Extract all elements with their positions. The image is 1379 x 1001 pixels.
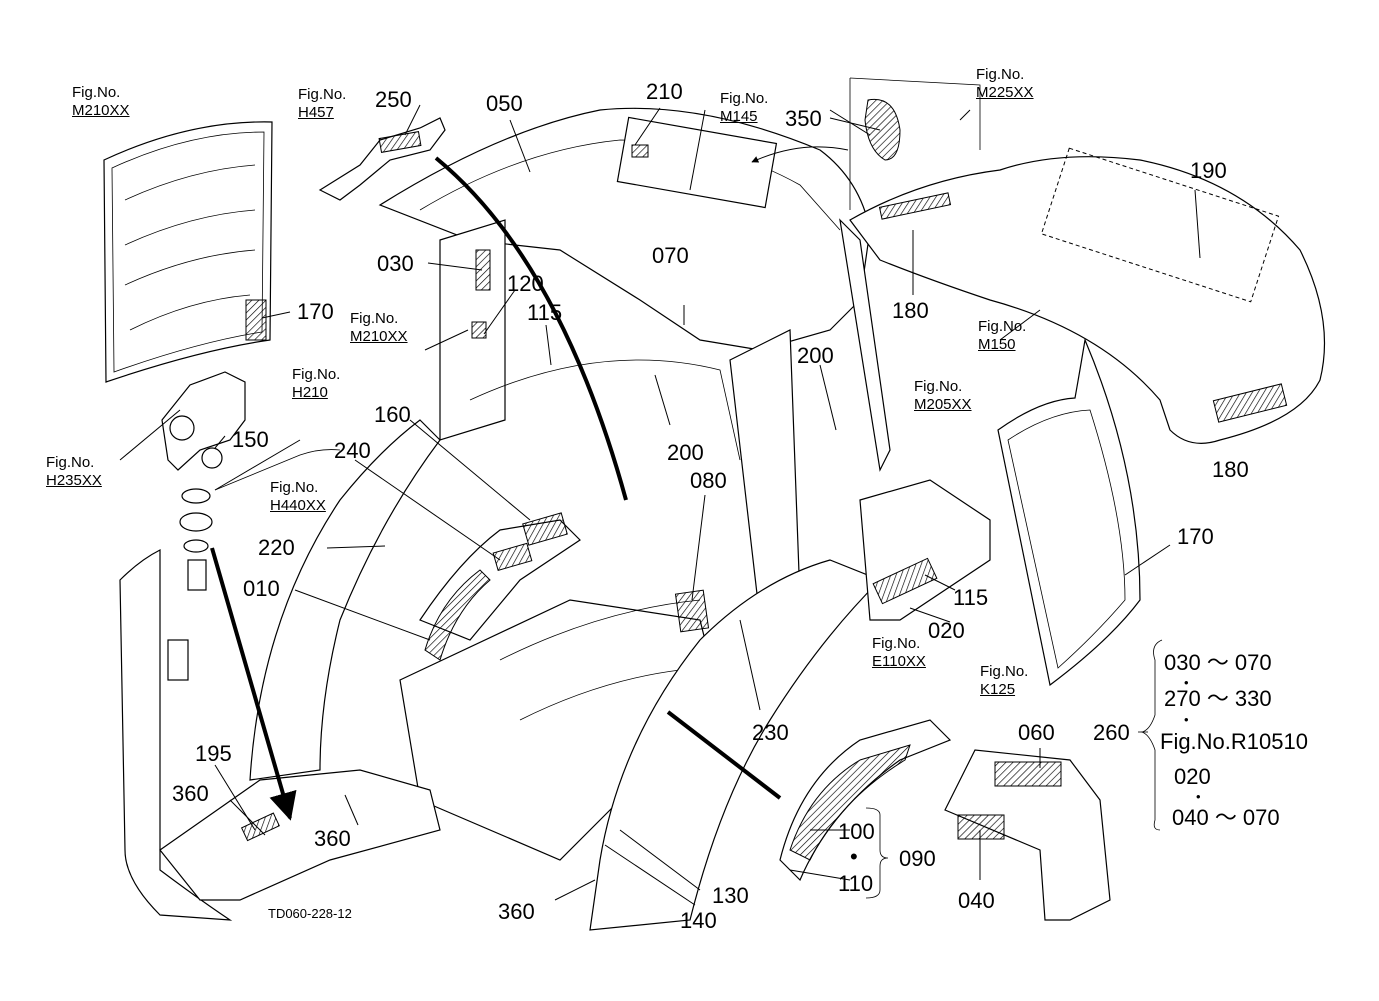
roof-liner-sheet	[849, 77, 981, 210]
callout-115-right: 115	[953, 585, 989, 610]
valve-assembly	[161, 371, 341, 591]
callout-040: 040	[958, 888, 995, 913]
callout-180-top: 180	[892, 298, 929, 323]
callout-250: 250	[375, 87, 412, 112]
fig-ref-m205: Fig.No.M205XX	[914, 378, 972, 413]
callout-030: 030	[377, 251, 414, 276]
callout-260: 260	[1093, 720, 1130, 745]
callout-170-right: 170	[1177, 524, 1214, 549]
roof-panel	[849, 147, 1326, 444]
kit-brace	[1140, 639, 1163, 831]
callout-180-bottom: 180	[1212, 457, 1249, 482]
callout-140: 140	[680, 908, 717, 933]
cab-frame	[378, 107, 891, 621]
fig-ref-k125: Fig.No.K125	[980, 663, 1029, 698]
callout-190: 190	[1190, 158, 1227, 183]
callout-170-left: 170	[297, 299, 334, 324]
callout-240: 240	[334, 438, 371, 463]
arrow-liner	[751, 146, 849, 163]
callout-210: 210	[646, 79, 683, 104]
rops-bracket	[318, 117, 446, 201]
callout-220: 220	[258, 535, 295, 560]
callout-100: 100	[838, 819, 875, 844]
fig-ref-m150: Fig.No.M150	[978, 318, 1027, 353]
brace-090	[865, 807, 889, 899]
callout-150: 150	[232, 427, 269, 452]
kit-line-3: Fig.No.R10510	[1160, 729, 1308, 754]
fender-floor	[249, 419, 721, 861]
fig-ref-e110: Fig.No.E110XX	[872, 635, 926, 670]
callout-360-left: 360	[172, 781, 209, 806]
fig-ref-h440: Fig.No.H440XX	[270, 479, 326, 514]
fig-ref-h210: Fig.No.H210	[292, 366, 341, 401]
callout-070: 070	[652, 243, 689, 268]
callout-110: 110	[838, 871, 874, 896]
kit-line-2: 270 ～ 330	[1164, 686, 1272, 711]
kit-dot-2: •	[1184, 712, 1189, 727]
arrow-step	[666, 710, 782, 800]
callout-115-top: 115	[527, 300, 563, 325]
cover-k125	[944, 749, 1111, 921]
callout-010: 010	[243, 576, 280, 601]
callout-360-mid: 360	[314, 826, 351, 851]
kit-line-1: 030 ～ 070	[1164, 650, 1272, 675]
kit-line-5: 040 ～ 070	[1172, 805, 1280, 830]
fig-ref-h235: Fig.No.H235XX	[46, 454, 102, 489]
kit-line-4: 020	[1174, 764, 1211, 789]
arrow-valve	[210, 547, 297, 821]
fig-ref-m210-mid: Fig.No.M210XX	[350, 310, 408, 345]
door-glass-left	[103, 121, 273, 383]
callout-060: 060	[1018, 720, 1055, 745]
fig-ref-m210-top: Fig.No.M210XX	[72, 84, 130, 119]
rear-glass	[997, 337, 1141, 687]
fig-ref-m145: Fig.No.M145	[720, 90, 769, 125]
fender-right	[589, 479, 991, 931]
callout-200-right: 200	[797, 343, 834, 368]
callout-350: 350	[785, 106, 822, 131]
fig-ref-m225: Fig.No.M225XX	[976, 66, 1034, 101]
drawing-code: TD060-228-12	[268, 906, 352, 921]
callout-130: 130	[712, 883, 749, 908]
callout-160: 160	[374, 402, 411, 427]
callout-080: 080	[690, 468, 727, 493]
callout-090: 090	[899, 846, 936, 871]
door-frame-left	[119, 549, 441, 921]
callout-050: 050	[486, 91, 523, 116]
callout-230: 230	[752, 720, 789, 745]
arrow-bracket	[434, 156, 628, 501]
callout-195: 195	[195, 741, 232, 766]
callout-120: 120	[507, 271, 544, 296]
callout-200-mid: 200	[667, 440, 704, 465]
fig-ref-h457: Fig.No.H457	[298, 86, 347, 121]
callout-dot-090: •	[850, 844, 858, 869]
callout-360-bottom: 360	[498, 899, 535, 924]
step-e110	[779, 719, 952, 882]
leader-lines	[119, 104, 1201, 906]
callout-020: 020	[928, 618, 965, 643]
kit-dot-3: •	[1196, 789, 1201, 804]
kit-dot-1: •	[1184, 675, 1189, 690]
